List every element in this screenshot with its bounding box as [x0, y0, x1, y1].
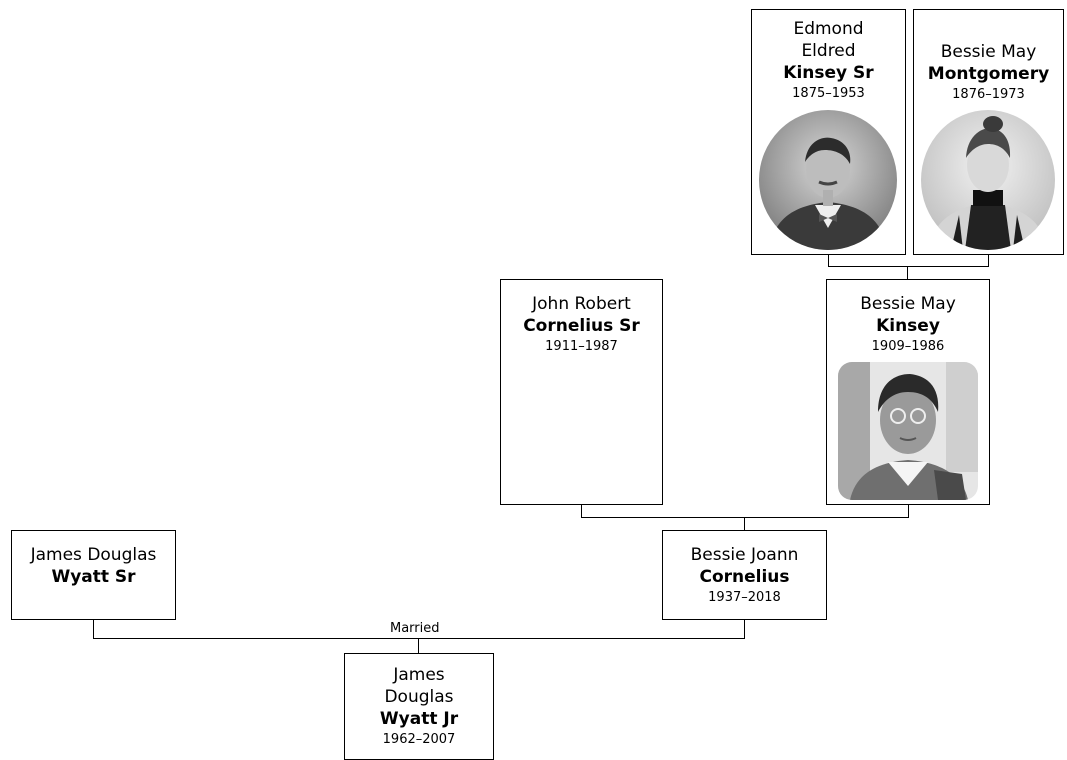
- connector-wyatt-parents: [93, 620, 745, 653]
- girl-portrait-photo: [921, 110, 1055, 250]
- person-card-james-wyatt-jr[interactable]: James Douglas Wyatt Jr 1962–2007: [344, 653, 494, 760]
- person-card-edmond-kinsey[interactable]: Edmond Eldred Kinsey Sr 1875–1953: [751, 9, 906, 255]
- person-first-name: Bessie May: [860, 294, 956, 314]
- person-card-john-cornelius[interactable]: John Robert Cornelius Sr 1911–1987: [500, 279, 663, 505]
- person-first-name: James Douglas: [384, 665, 454, 707]
- person-years: 1911–1987: [545, 339, 618, 354]
- person-last-name: Kinsey Sr: [783, 63, 874, 83]
- person-last-name: Montgomery: [927, 64, 1050, 84]
- married-label: Married: [388, 621, 442, 637]
- person-last-name: Wyatt Sr: [51, 567, 136, 587]
- person-first-name: Bessie Joann: [690, 545, 799, 565]
- woman-portrait-photo: [838, 362, 978, 500]
- person-years: 1962–2007: [382, 732, 456, 747]
- person-first-name: James Douglas: [30, 545, 157, 565]
- person-first-name: Edmond Eldred: [793, 19, 864, 61]
- person-card-bessie-cornelius[interactable]: Bessie Joann Cornelius 1937–2018: [662, 530, 827, 620]
- person-last-name: Kinsey: [876, 316, 940, 336]
- person-last-name: Cornelius Sr: [523, 316, 640, 336]
- person-last-name: Cornelius: [699, 567, 790, 587]
- person-card-bessie-kinsey[interactable]: Bessie May Kinsey 1909–1986: [826, 279, 990, 505]
- man-portrait-photo: [759, 110, 897, 250]
- person-years: 1937–2018: [708, 590, 781, 605]
- person-last-name: Wyatt Jr: [379, 709, 459, 729]
- person-years: 1876–1973: [952, 87, 1025, 102]
- person-card-bessie-montgomery[interactable]: Bessie May Montgomery 1876–1973: [913, 9, 1064, 255]
- person-years: 1875–1953: [792, 86, 865, 101]
- person-years: 1909–1986: [871, 339, 945, 354]
- person-first-name: John Robert: [532, 294, 631, 314]
- person-card-james-wyatt-sr[interactable]: James Douglas Wyatt Sr: [11, 530, 176, 620]
- person-first-name: Bessie May: [940, 42, 1037, 62]
- connector-cornelius-parents: [581, 505, 909, 531]
- connector-kinsey-parents: [828, 255, 989, 280]
